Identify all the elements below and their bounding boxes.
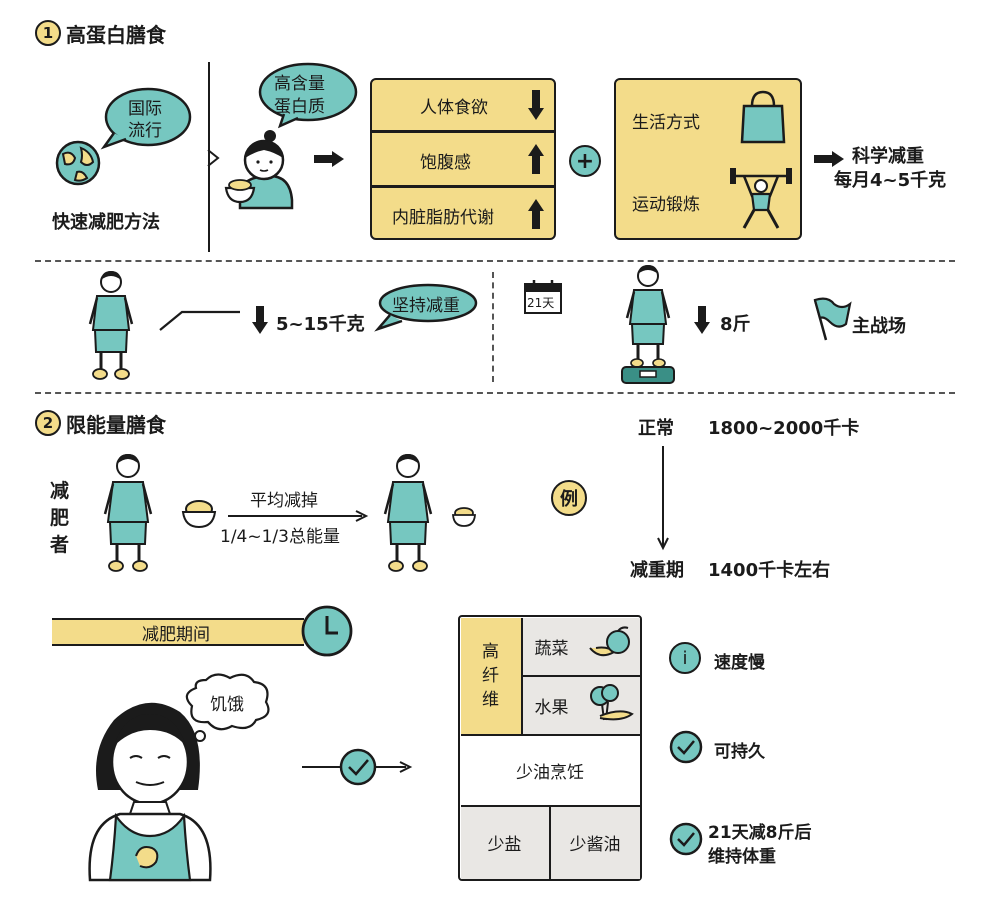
- main-label: 主战场: [852, 316, 906, 337]
- plus-icon: +: [569, 145, 601, 177]
- section1-title: 高蛋白膳食: [66, 23, 166, 47]
- check-icon: [669, 730, 703, 764]
- calendar-label: 21天: [527, 296, 555, 310]
- period-label: 减重期: [630, 560, 684, 581]
- effect-appetite: 人体食欲: [420, 98, 488, 118]
- effect-satiety: 饱腹感: [420, 153, 471, 173]
- loss-label: 5~15千克: [276, 314, 365, 335]
- keep-weight-line2: 维持体重: [708, 847, 776, 867]
- arrow-top-label: 平均减掉: [250, 491, 318, 511]
- effect-visceral-fat: 内脏脂肪代谢: [392, 208, 494, 228]
- normal-label: 正常: [638, 418, 674, 439]
- rice-bowl-icon: [181, 500, 217, 529]
- down-arrow-icon: [252, 306, 268, 334]
- divider: [370, 130, 556, 133]
- dashed-divider: [35, 260, 955, 262]
- fruit-cell: 水果: [522, 676, 640, 736]
- section2-title: 限能量膳食: [66, 413, 166, 437]
- section1-number-badge: 1: [35, 20, 61, 46]
- result-line2: 每月4~5千克: [834, 170, 947, 191]
- period-value: 1400千卡左右: [708, 560, 831, 581]
- fiber-char1: 高: [482, 641, 499, 662]
- clock-icon: [301, 605, 353, 657]
- exercise-label: 运动锻炼: [632, 195, 700, 215]
- down-arrow-icon: [657, 446, 669, 551]
- method-label: 快速减肥方法: [52, 212, 160, 233]
- hungry-woman-icon: [88, 702, 212, 882]
- weightlifter-icon: [730, 168, 792, 229]
- soy-label: 少酱油: [569, 835, 621, 855]
- keep-weight-line1: 21天减8斤后: [708, 823, 812, 843]
- standing-person-icon: [88, 271, 134, 380]
- check-arrow-icon: [302, 748, 413, 786]
- vegetable-icon: [590, 684, 634, 721]
- slow-label: 速度慢: [714, 653, 765, 673]
- standing-person-icon: [103, 454, 153, 572]
- fiber-char2: 纤: [482, 665, 499, 686]
- person-on-scale-icon: [621, 265, 675, 384]
- right-arrow-icon: [814, 151, 844, 167]
- up-arrow-icon: [528, 199, 544, 229]
- info-icon: i: [669, 642, 701, 674]
- oil-label: 少油烹饪: [516, 763, 584, 783]
- period-bar-label: 减肥期间: [142, 625, 210, 645]
- fruit-icon: [589, 626, 630, 657]
- speech-bubble: [374, 283, 478, 332]
- dieter-char1: 减: [50, 480, 70, 502]
- rice-bowl-small-icon: [452, 507, 476, 527]
- fiber-cell: 高 纤 维: [460, 617, 523, 736]
- keep-bubble-text: 坚持减重: [392, 296, 460, 316]
- soy-cell: 少酱油: [550, 806, 640, 879]
- fiber-char3: 维: [482, 689, 499, 710]
- calendar-icon: [524, 280, 562, 314]
- hungry-label: 饥饿: [210, 695, 244, 715]
- dieter-char3: 者: [50, 534, 70, 556]
- salt-cell: 少盐: [460, 806, 551, 879]
- plateau-line-icon: [159, 310, 240, 331]
- up-arrow-icon: [528, 144, 544, 174]
- down-arrow-icon: [694, 306, 710, 334]
- dashed-vertical-divider: [492, 272, 494, 382]
- lifestyle-label: 生活方式: [632, 113, 700, 133]
- eating-person-icon: [224, 130, 294, 210]
- veg-label: 蔬菜: [534, 638, 569, 659]
- effects-box: [370, 78, 556, 240]
- globe-icon: [55, 140, 101, 186]
- section2-number-badge: 2: [35, 410, 61, 436]
- speech-bubble: [258, 62, 358, 129]
- vertical-divider: [208, 62, 210, 252]
- right-arrow-icon: [228, 510, 369, 522]
- salt-label: 少盐: [487, 835, 522, 855]
- lasting-label: 可持久: [714, 742, 765, 762]
- period-bar: [52, 618, 304, 646]
- result-line1: 科学减重: [852, 146, 924, 167]
- brace-icon: [207, 149, 220, 167]
- shopping-bag-icon: [740, 90, 786, 144]
- dashed-divider: [35, 392, 955, 394]
- arrow-bottom-label: 1/4~1/3总能量: [220, 527, 340, 547]
- dieter-char2: 肥: [50, 507, 70, 529]
- fruit-label: 水果: [534, 697, 569, 718]
- down-arrow-icon: [528, 90, 544, 120]
- bubble-protein-line1: 高含量: [274, 74, 325, 94]
- right-arrow-icon: [314, 151, 344, 167]
- divider: [370, 185, 556, 188]
- thought-bubble: [185, 673, 270, 753]
- normal-value: 1800~2000千卡: [708, 418, 860, 439]
- bubble-popular-line2: 流行: [128, 121, 162, 141]
- check-icon: [669, 822, 703, 856]
- bubble-protein-line2: 蛋白质: [274, 97, 325, 117]
- bubble-popular-line1: 国际: [128, 99, 162, 119]
- loss2-label: 8斤: [720, 314, 751, 335]
- standing-person-icon: [383, 454, 433, 572]
- flag-icon: [813, 297, 852, 341]
- example-badge: 例: [551, 480, 587, 516]
- speech-bubble: [100, 87, 192, 150]
- oil-cell: 少油烹饪: [460, 736, 640, 807]
